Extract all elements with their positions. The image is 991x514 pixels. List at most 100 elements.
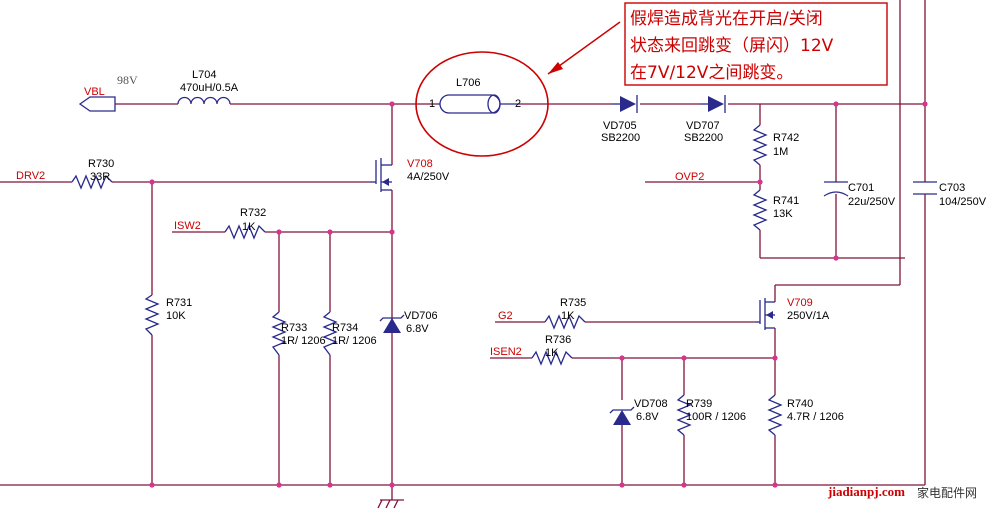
r739-value: 100R / 1206 — [686, 411, 746, 423]
net-label-isen2: ISEN2 — [490, 346, 522, 358]
l706-pin1: 1 — [429, 98, 435, 110]
resistor-r731: R731 10K — [144, 294, 192, 336]
v709-ref: V709 — [787, 297, 813, 309]
c703-value: 104/250V — [939, 196, 987, 208]
zener-vd706: VD706 6.8V — [379, 310, 438, 335]
annotation-line-2: 状态来回跳变（屏闪）12V — [630, 36, 834, 56]
resistor-r740: R740 4.7R / 1206 — [767, 394, 844, 436]
capacitor-c703: C703 104/250V — [913, 181, 987, 208]
r734-value: 1R/ 1206 — [332, 335, 377, 347]
vd706-ref: VD706 — [404, 310, 438, 322]
junction-dot — [681, 482, 687, 488]
r740-ref: R740 — [787, 398, 813, 410]
watermark-name: 家电配件网 — [917, 485, 977, 500]
v709-value: 250V/1A — [787, 310, 830, 322]
resistor-r739: R739 100R / 1206 — [676, 394, 746, 436]
vd707-value: SB2200 — [684, 132, 723, 144]
r730-value: 33R — [90, 171, 110, 183]
junction-dot — [833, 255, 839, 261]
v708-value: 4A/250V — [407, 171, 450, 183]
vd705-value: SB2200 — [601, 132, 640, 144]
c703-ref: C703 — [939, 182, 965, 194]
junction-dot — [149, 482, 155, 488]
vd706-value: 6.8V — [406, 323, 429, 335]
v708-ref: V708 — [407, 158, 433, 170]
c701-value: 22u/250V — [848, 196, 896, 208]
r730-ref: R730 — [88, 158, 114, 170]
annotation-line-3: 在7V/12V之间跳变。 — [630, 63, 793, 83]
r735-value: 1K — [561, 310, 575, 322]
r731-ref: R731 — [166, 297, 192, 309]
ground-symbol — [377, 499, 404, 509]
net-label-ovp2: OVP2 — [675, 171, 704, 183]
junction-dot — [681, 355, 687, 361]
resistor-r732: R732 1K — [224, 207, 266, 240]
watermark-site: jiadianpj.com — [827, 484, 905, 499]
c701-ref: C701 — [848, 182, 874, 194]
junction-dot — [276, 482, 282, 488]
resistor-r742: R742 1M — [752, 124, 799, 166]
junction-dot — [833, 101, 839, 107]
vd707-ref: VD707 — [686, 120, 720, 132]
r736-ref: R736 — [545, 334, 571, 346]
junction-dot — [757, 179, 763, 185]
junction-dot — [327, 482, 333, 488]
resistor-r736: R736 1K — [531, 334, 573, 366]
net-label-isw2: ISW2 — [174, 220, 201, 232]
r740-value: 4.7R / 1206 — [787, 411, 844, 423]
vbl-voltage-label: 98V — [117, 73, 138, 87]
junction-dot — [772, 482, 778, 488]
r742-ref: R742 — [773, 132, 799, 144]
r732-ref: R732 — [240, 207, 266, 219]
annotation-line-1: 假焊造成背光在开启/关闭 — [630, 9, 823, 29]
r742-value: 1M — [773, 146, 788, 158]
resistor-r735: R735 1K — [544, 297, 586, 330]
junction-dot — [149, 179, 155, 185]
net-label-drv2: DRV2 — [16, 170, 45, 182]
diode-vd707: VD707 SB2200 — [684, 95, 726, 144]
junction-dot — [389, 101, 395, 107]
r739-ref: R739 — [686, 398, 712, 410]
junction-dot — [389, 482, 395, 488]
l704-ref: L704 — [192, 69, 216, 81]
diode-vd705: VD705 SB2200 — [601, 95, 640, 144]
l706-ref: L706 — [456, 77, 480, 89]
r733-value: 1R/ 1206 — [281, 335, 326, 347]
ferrite-l706: L706 1 2 — [429, 77, 521, 114]
mosfet-v708: V708 4A/250V — [370, 158, 450, 192]
r732-value: 1K — [242, 221, 256, 233]
net-label-vbl: VBL — [84, 86, 105, 98]
vd708-value: 6.8V — [636, 411, 659, 423]
junctions — [149, 101, 928, 488]
r735-ref: R735 — [560, 297, 586, 309]
vbl-port: VBL 98V — [78, 73, 138, 112]
r741-ref: R741 — [773, 195, 799, 207]
junction-dot — [276, 229, 282, 235]
junction-dot — [922, 101, 928, 107]
inductor-l704: L704 470uH/0.5A — [177, 69, 239, 105]
r733-ref: R733 — [281, 322, 307, 334]
junction-dot — [619, 482, 625, 488]
fault-callout: 假焊造成背光在开启/关闭 状态来回跳变（屏闪）12V 在7V/12V之间跳变。 — [415, 2, 888, 157]
resistor-r733: R733 1R/ 1206 — [271, 311, 326, 356]
vd708-ref: VD708 — [634, 398, 668, 410]
vd705-ref: VD705 — [603, 120, 637, 132]
l706-pin2: 2 — [515, 98, 521, 110]
capacitor-c701: C701 22u/250V — [823, 181, 896, 208]
zener-vd708: VD708 6.8V — [609, 398, 668, 425]
resistor-r741: R741 13K — [752, 189, 799, 231]
resistor-r734: R734 1R/ 1206 — [322, 311, 377, 356]
junction-dot — [619, 355, 625, 361]
r731-value: 10K — [166, 310, 186, 322]
junction-dot — [389, 229, 395, 235]
net-label-g2: G2 — [498, 310, 513, 322]
l704-value: 470uH/0.5A — [180, 82, 239, 94]
resistor-r730: R730 33R — [71, 158, 114, 190]
mosfet-v709: V709 250V/1A — [755, 297, 830, 330]
r734-ref: R734 — [332, 322, 358, 334]
r736-value: 1K — [545, 347, 559, 359]
r741-value: 13K — [773, 208, 793, 220]
junction-dot — [772, 355, 778, 361]
junction-dot — [327, 229, 333, 235]
